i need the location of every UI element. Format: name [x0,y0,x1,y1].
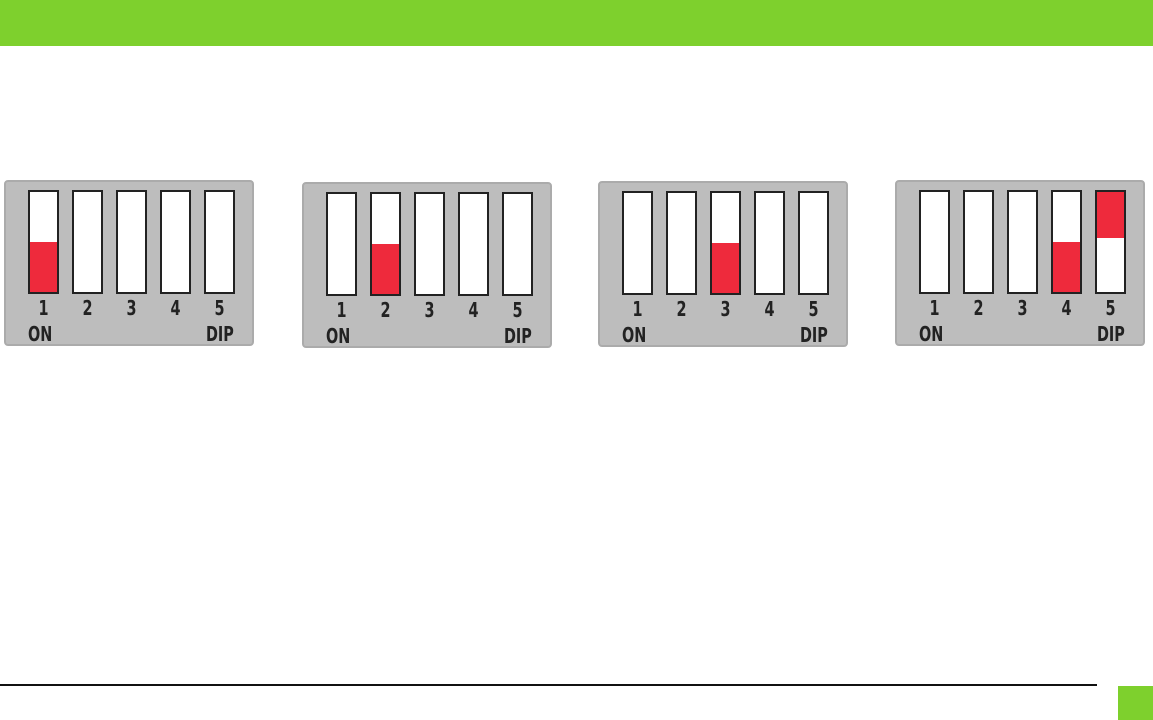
on-label: ON [622,323,647,347]
switch-number-5: 5 [214,296,225,320]
switch-1 [919,190,950,294]
switch-number-5: 5 [808,297,819,321]
switch-1-knob [30,242,57,292]
switch-2 [72,190,103,294]
switch-number-1: 1 [336,298,347,322]
switch-3 [116,190,147,294]
dip-switch-panel-4: 1 2 3 4 5 ON DIP [895,180,1145,346]
footer-divider [0,684,1097,686]
dip-switch-panel-3: 1 2 3 4 5 ON DIP [598,181,848,347]
switch-3-knob [712,243,739,293]
switch-5 [1095,190,1126,294]
dip-switch-panel-2: 1 2 3 4 5 ON DIP [302,182,552,348]
switch-number-1: 1 [38,296,49,320]
on-label: ON [28,322,53,346]
switch-number-1: 1 [632,297,643,321]
switch-4 [458,192,489,296]
switch-number-4: 4 [764,297,775,321]
switch-2 [963,190,994,294]
switch-4 [754,191,785,295]
switch-number-3: 3 [424,298,435,322]
switch-5 [798,191,829,295]
switch-number-2: 2 [82,296,93,320]
switch-number-5: 5 [512,298,523,322]
switch-number-3: 3 [720,297,731,321]
switch-number-1: 1 [929,296,940,320]
switch-number-5: 5 [1105,296,1116,320]
switch-number-4: 4 [170,296,181,320]
switch-number-3: 3 [126,296,137,320]
dip-label: DIP [1097,322,1125,346]
switch-number-4: 4 [468,298,479,322]
switch-2 [666,191,697,295]
switch-5 [502,192,533,296]
dip-label: DIP [206,322,234,346]
switch-number-4: 4 [1061,296,1072,320]
switch-number-2: 2 [973,296,984,320]
on-label: ON [919,322,944,346]
switch-5-knob [1097,192,1124,238]
switch-3 [414,192,445,296]
switch-1 [326,192,357,296]
switch-number-2: 2 [676,297,687,321]
dip-label: DIP [800,323,828,347]
dip-switch-panel-1: 1 2 3 4 5 ON DIP [4,180,254,346]
switch-2 [370,192,401,296]
switch-number-2: 2 [380,298,391,322]
header-bar [0,0,1153,46]
on-label: ON [326,324,351,348]
switch-5 [204,190,235,294]
switch-1 [28,190,59,294]
switch-1 [622,191,653,295]
switch-4 [160,190,191,294]
switch-3 [1007,190,1038,294]
page-corner-tab [1118,686,1153,720]
switch-number-3: 3 [1017,296,1028,320]
switch-3 [710,191,741,295]
switch-4 [1051,190,1082,294]
switch-4-knob [1053,242,1080,292]
switch-2-knob [372,244,399,294]
dip-label: DIP [504,324,532,348]
